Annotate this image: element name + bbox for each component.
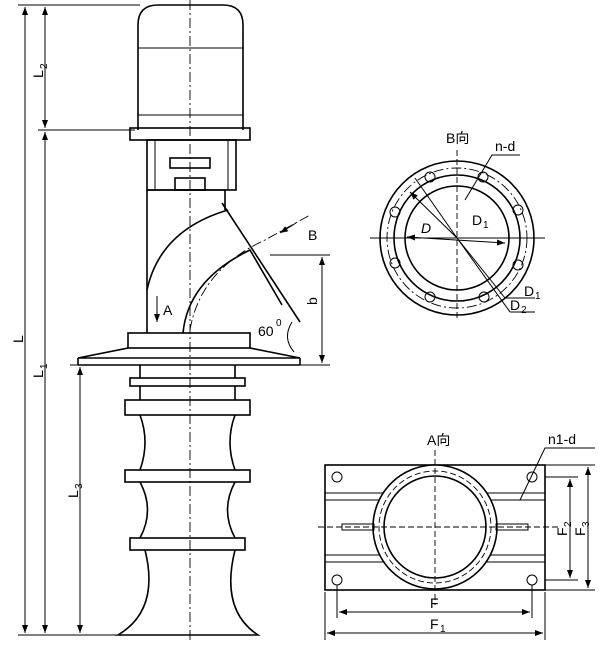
label-l1: L	[30, 370, 46, 378]
pump-column	[115, 365, 261, 636]
view-b-title: B向	[446, 130, 469, 146]
label-d1-inner: D	[472, 212, 482, 228]
label-d1-sub: 1	[535, 291, 541, 302]
label-n-d: n-d	[495, 138, 515, 154]
label-b-dim: b	[304, 297, 320, 305]
label-n1-d: n1-d	[548, 431, 576, 447]
label-f3-sub: 3	[581, 521, 592, 527]
bolt-holes	[389, 171, 524, 303]
motor-bracket	[146, 139, 237, 191]
label-d: D	[421, 220, 431, 236]
label-f2: F	[554, 527, 570, 536]
view-a-base: A向 n1-d F F 1	[318, 431, 595, 640]
label-d1: D	[524, 283, 534, 299]
label-a: A	[163, 302, 173, 318]
label-l: L	[10, 335, 26, 343]
angle-arc	[287, 321, 295, 353]
outlet-elbow	[146, 189, 311, 334]
label-b: B	[308, 227, 317, 243]
label-l2-sub: 2	[39, 63, 50, 69]
view-b-flange: B向 n-d D D 1 D 1 D 2	[370, 130, 545, 320]
outlet-flange	[221, 202, 301, 323]
label-angle-degree: 0	[276, 318, 282, 329]
view-b-arrow	[279, 222, 297, 234]
label-f1: F	[430, 616, 439, 632]
label-l1-sub: 1	[39, 363, 50, 369]
left-dimensions	[18, 4, 140, 636]
label-d2: D	[510, 297, 520, 313]
label-f3: F	[572, 527, 588, 536]
label-f: F	[430, 595, 439, 611]
view-a-title: A向	[427, 432, 450, 448]
label-d2-sub: 2	[521, 305, 527, 316]
label-f1-sub: 1	[440, 624, 446, 635]
label-angle: 60	[258, 323, 274, 339]
base-plate	[77, 332, 301, 366]
label-l2: L	[30, 70, 46, 78]
label-l3: L	[65, 490, 81, 498]
label-d1-inner-sub: 1	[483, 220, 489, 231]
label-f2-sub: 2	[563, 521, 574, 527]
label-l3-sub: 3	[74, 483, 85, 489]
